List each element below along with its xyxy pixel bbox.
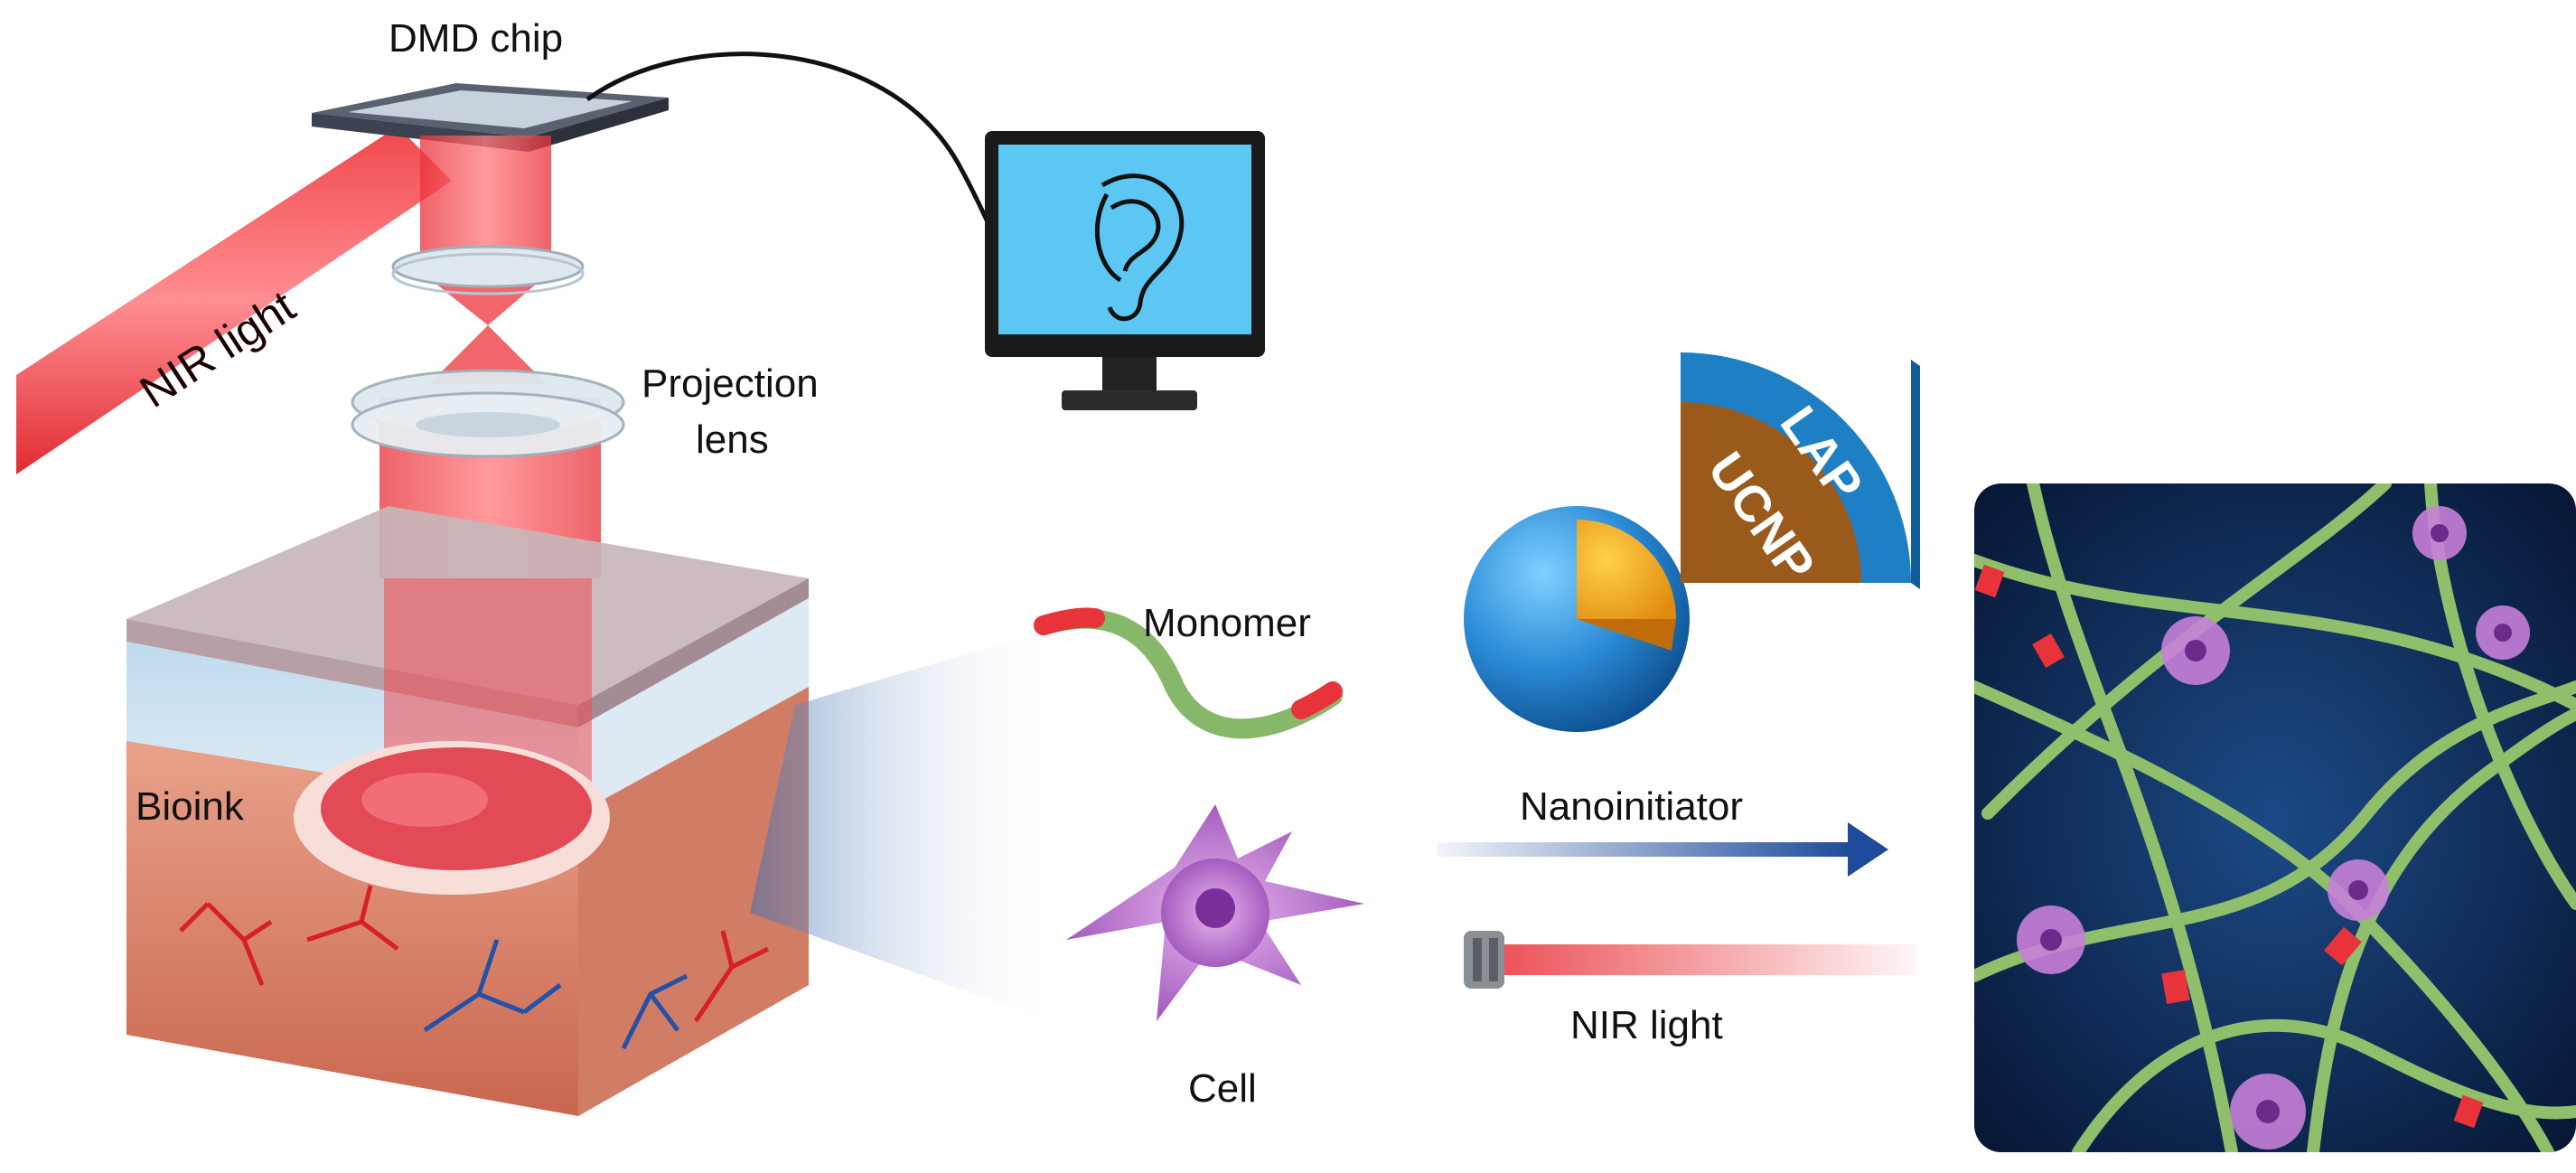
- nir-lamp: [1464, 931, 1916, 989]
- zoom-fan: [750, 633, 1062, 1026]
- hydrogel-network: [1974, 483, 2576, 1152]
- monomer-label: Monomer: [1143, 601, 1311, 645]
- projection-lens-label-line1: Projection: [642, 361, 819, 406]
- nanoinitiator-particle: [1464, 352, 1920, 732]
- tissue-block: [126, 506, 809, 1116]
- dmd-chip: [312, 83, 669, 152]
- embedded-cells: [2017, 506, 2530, 1150]
- bioink-label: Bioink: [136, 784, 244, 829]
- upper-lens: [391, 245, 585, 296]
- dmd-chip-label: DMD chip: [389, 16, 564, 61]
- projection-lens: [351, 369, 625, 458]
- projection-lens-label-line2: lens: [696, 418, 769, 462]
- nir-light-lamp-label: NIR light: [1570, 1003, 1723, 1047]
- nanoinitiator-label: Nanoinitiator: [1520, 784, 1744, 829]
- cell-label: Cell: [1188, 1066, 1257, 1111]
- ear-icon: [1094, 174, 1185, 322]
- monomer-strand: [1034, 607, 1343, 739]
- reaction-arrow: [1437, 822, 1888, 877]
- nir-light-beam: [16, 127, 452, 474]
- cell-icon: [1066, 804, 1364, 1021]
- monitor: [985, 131, 1265, 410]
